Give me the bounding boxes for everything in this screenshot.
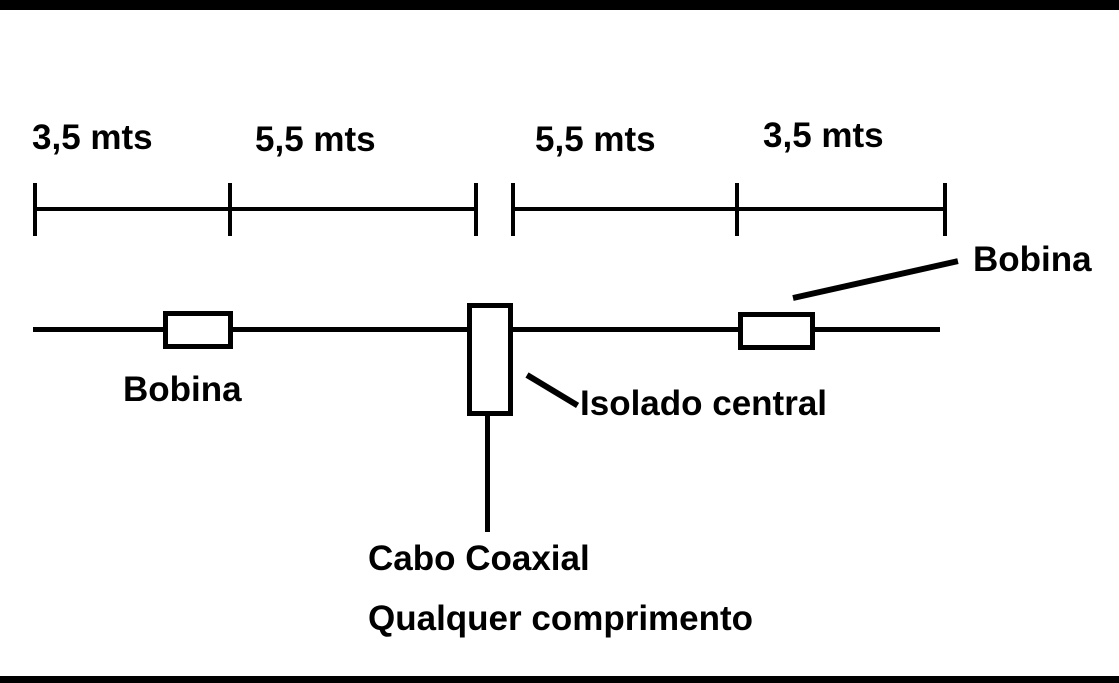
dimension-tick-6 <box>943 183 947 236</box>
leader-line-coil-right <box>792 258 959 301</box>
coax-label-line1: Cabo Coaxial <box>368 539 590 578</box>
dimension-tick-4 <box>511 183 515 236</box>
measurement-label-4: 3,5 mts <box>763 116 884 155</box>
leader-line-insulator <box>525 372 580 408</box>
center-insulator-symbol <box>467 303 513 416</box>
dimension-tick-5 <box>735 183 739 236</box>
coil-right-symbol <box>738 312 815 350</box>
bottom-border <box>0 676 1119 683</box>
dimension-line-right <box>511 207 947 211</box>
coil-right-label: Bobina <box>973 240 1092 279</box>
coil-left-symbol <box>163 311 233 349</box>
dimension-tick-3 <box>474 183 478 236</box>
coil-left-label: Bobina <box>123 370 242 409</box>
coax-feed-line <box>485 414 490 532</box>
measurement-label-2: 5,5 mts <box>255 120 376 159</box>
dimension-tick-2 <box>228 183 232 236</box>
dimension-line-left <box>33 207 478 211</box>
dimension-tick-1 <box>33 183 37 236</box>
center-insulator-label: Isolado central <box>580 384 828 423</box>
measurement-label-3: 5,5 mts <box>535 120 656 159</box>
measurement-label-1: 3,5 mts <box>32 118 153 157</box>
top-border <box>0 0 1119 10</box>
coax-label-line2: Qualquer comprimento <box>368 599 754 638</box>
